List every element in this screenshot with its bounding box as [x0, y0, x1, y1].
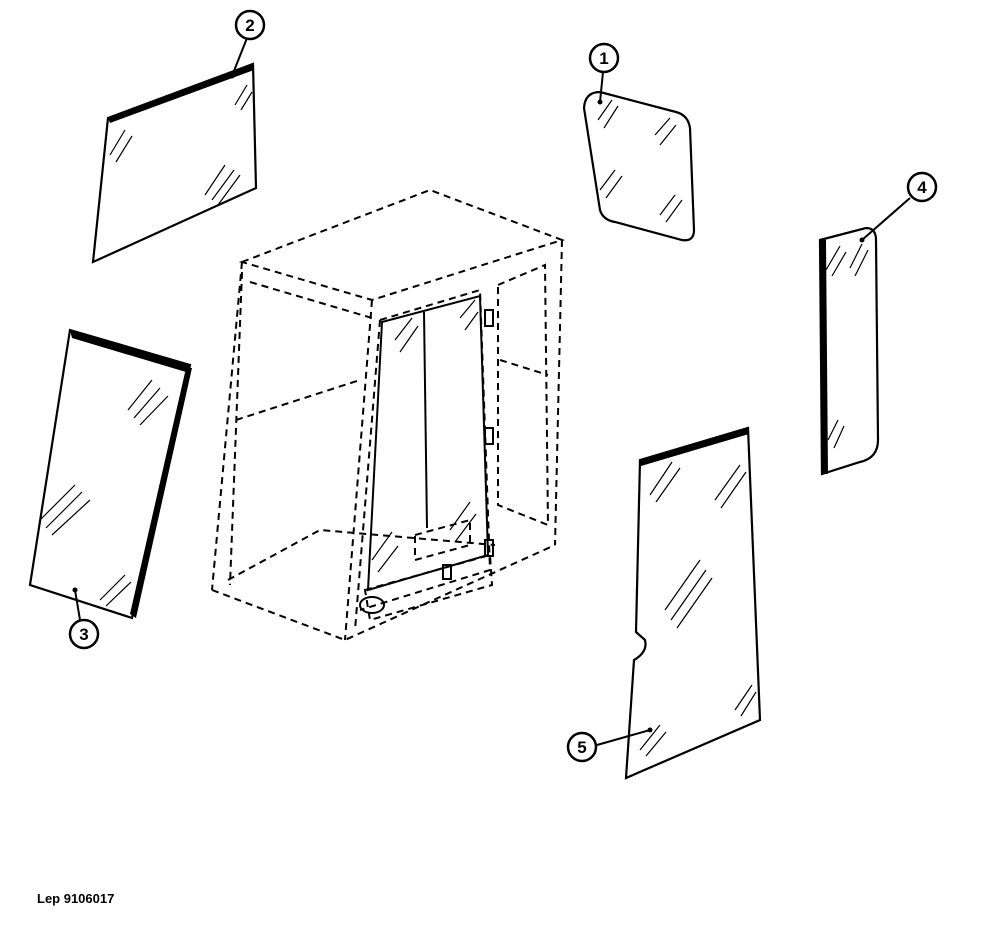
- callout-1: 1: [588, 42, 620, 74]
- glass-panel-2: [91, 62, 258, 264]
- glass-panel-3: [28, 328, 192, 620]
- drawing-reference-caption: Lep 9106017: [37, 891, 115, 906]
- glass-panel-1: [582, 90, 696, 242]
- callout-3-label: 3: [79, 625, 88, 644]
- cab-frame: [211, 188, 566, 642]
- callout-4-label: 4: [917, 178, 927, 197]
- callout-3: 3: [68, 618, 100, 650]
- callout-2: 2: [234, 9, 266, 41]
- leader-lines: [72, 37, 911, 746]
- callout-5-label: 5: [577, 738, 586, 757]
- callout-4: 4: [906, 171, 938, 203]
- callout-5: 5: [566, 731, 598, 763]
- cab-front-glass: [359, 294, 494, 614]
- glass-panel-5: [624, 426, 762, 780]
- callout-2-label: 2: [245, 16, 254, 35]
- glass-panel-4: [818, 226, 880, 476]
- callout-1-label: 1: [599, 49, 608, 68]
